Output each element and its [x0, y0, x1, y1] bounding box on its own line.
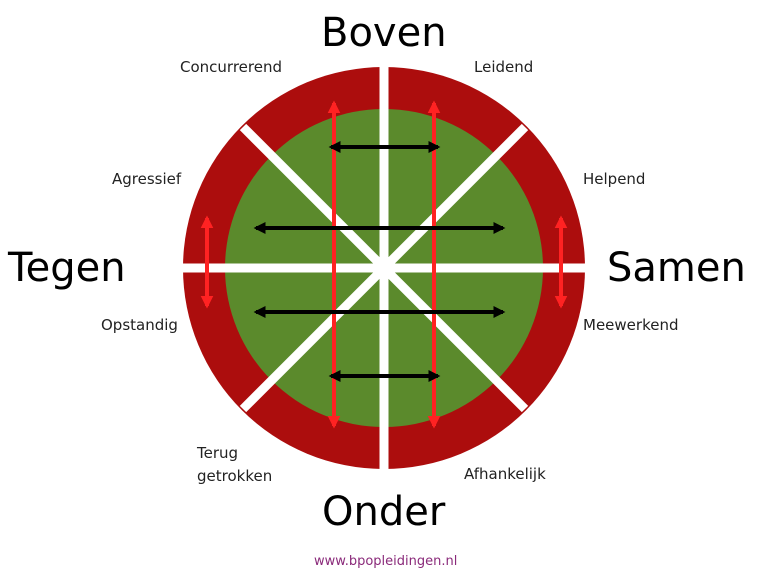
segment-label-agressief: Agressief	[112, 170, 182, 188]
segment-label-leidend: Leidend	[474, 58, 534, 76]
segment-label-opstandig: Opstandig	[101, 316, 178, 334]
divider-lines	[176, 60, 592, 476]
segment-label-terug: Terug	[197, 444, 239, 462]
segment-label-getrokken: getrokken	[197, 467, 273, 485]
segment-label-meewerkend: Meewerkend	[583, 316, 679, 334]
footer-url: www.bpopleidingen.nl	[314, 554, 458, 569]
black-arrows	[253, 141, 506, 382]
axis-label-bottom: Onder	[322, 489, 446, 535]
axis-label-top: Boven	[321, 10, 447, 56]
segment-label-helpend: Helpend	[583, 170, 646, 188]
axis-label-right: Samen	[607, 245, 746, 291]
divider-diagonal-b	[239, 123, 529, 413]
segment-label-concurrerend: Concurrerend	[180, 58, 282, 76]
axis-label-left: Tegen	[8, 245, 126, 291]
segment-label-afhankelijk: Afhankelijk	[464, 465, 546, 483]
